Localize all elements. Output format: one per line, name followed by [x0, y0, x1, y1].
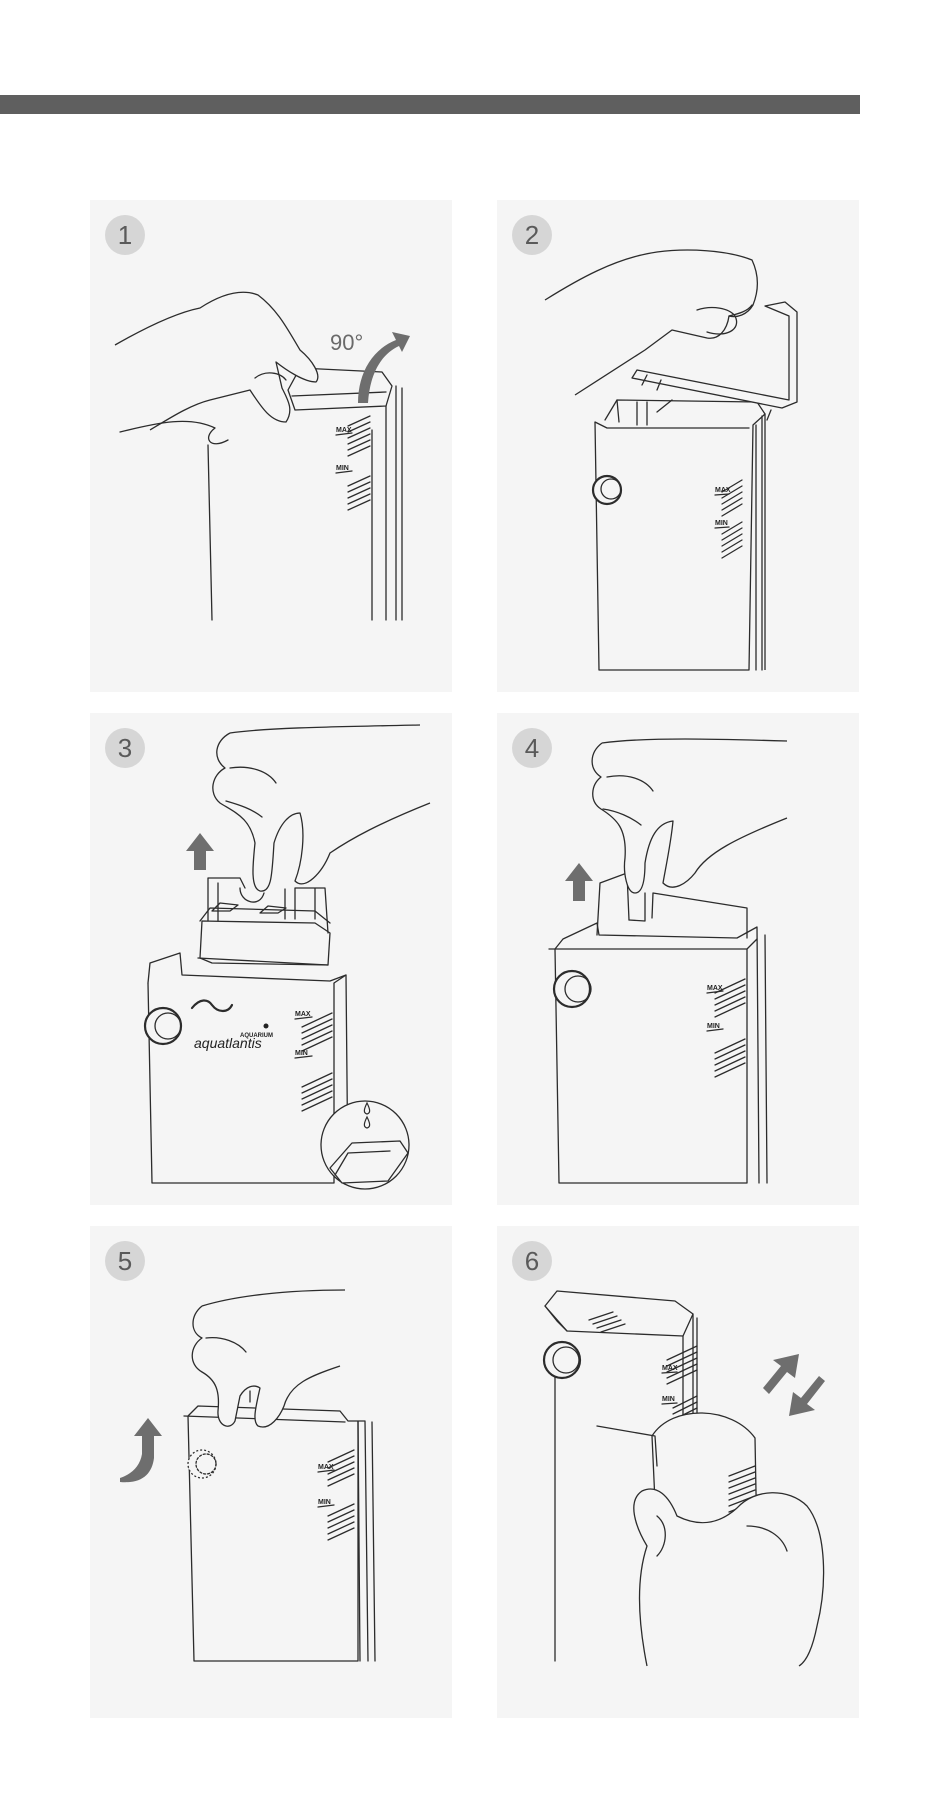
max-label: MAX: [662, 1365, 678, 1372]
min-label: MIN: [336, 465, 349, 472]
step-3-panel: MAX MIN AQUARIUM aquatlantis 3: [90, 713, 452, 1205]
step-4-panel: MAX MIN 4: [497, 713, 859, 1205]
step-5-illustration: MAX MIN: [90, 1226, 452, 1718]
min-label: MIN: [662, 1396, 675, 1403]
step-number-badge: 5: [105, 1241, 145, 1281]
step-number-badge: 6: [512, 1241, 552, 1281]
step-1-illustration: MAX MIN 90°: [90, 200, 452, 692]
angle-label: 90°: [330, 330, 363, 355]
min-label: MIN: [318, 1499, 331, 1506]
min-label: MIN: [715, 520, 728, 527]
step-5-panel: MAX MIN 5: [90, 1226, 452, 1718]
step-6-illustration: MAX MIN: [497, 1226, 859, 1718]
min-label: MIN: [707, 1023, 720, 1030]
step-3-illustration: MAX MIN AQUARIUM aquatlantis: [90, 713, 452, 1205]
arrow-down-icon: [789, 1376, 825, 1416]
step-number-badge: 1: [105, 215, 145, 255]
arrow-up-icon: [120, 1418, 162, 1482]
brand-name-text: aquatlantis: [194, 1035, 262, 1051]
hand-icon: [213, 725, 430, 902]
max-label: MAX: [715, 487, 731, 494]
step-number-badge: 4: [512, 728, 552, 768]
hand-icon: [592, 739, 787, 893]
step-2-illustration: MAX MIN: [497, 200, 859, 692]
step-2-panel: MAX MIN 2: [497, 200, 859, 692]
arrow-up-icon: [565, 863, 593, 901]
hand-icon: [115, 292, 318, 444]
step-number-badge: 2: [512, 215, 552, 255]
min-label: MIN: [295, 1050, 308, 1057]
step-4-illustration: MAX MIN: [497, 713, 859, 1205]
arrow-up-icon: [763, 1354, 799, 1394]
arrow-up-icon: [186, 833, 214, 870]
step-1-panel: MAX MIN 90° 1: [90, 200, 452, 692]
step-6-panel: MAX MIN 6: [497, 1226, 859, 1718]
header-bar: [0, 95, 860, 114]
hand-icon: [634, 1489, 824, 1666]
step-number-badge: 3: [105, 728, 145, 768]
